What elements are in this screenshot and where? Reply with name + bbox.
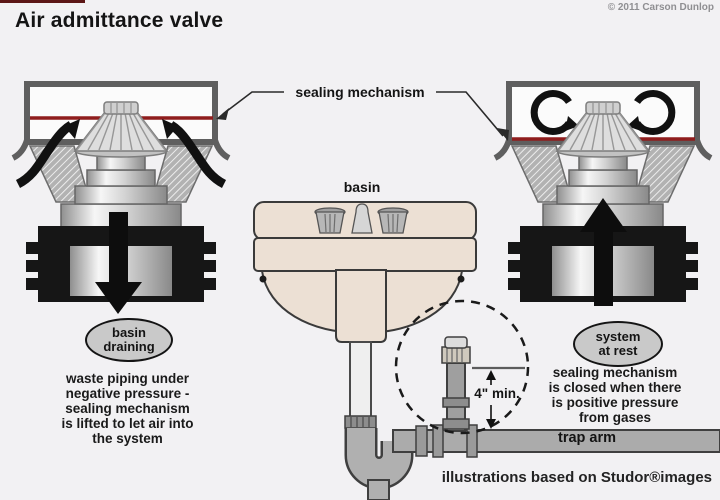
page-title: Air admittance valve (15, 9, 224, 32)
sealing-mechanism-label: sealing mechanism (295, 84, 425, 100)
trap-cleanout (367, 479, 390, 500)
pipe-coupling (415, 425, 428, 457)
drain-tailpiece (349, 341, 372, 420)
caption-line: sealing mechanism (65, 401, 190, 416)
caption-line: waste piping under (65, 371, 189, 386)
left-valve-caption: waste piping under negative pressure - s… (40, 371, 215, 446)
dimension-arrowhead-up-icon (486, 370, 496, 380)
upward-pressure-arrow-icon (594, 228, 613, 306)
p-trap (347, 428, 411, 487)
basin-illustration (253, 201, 477, 343)
mounting-screw-icon (259, 275, 267, 283)
plumbing (344, 336, 720, 500)
left-cap-flange (11, 139, 30, 161)
basin-draining-line1: basin (112, 325, 146, 340)
aav-stub (442, 362, 470, 432)
system-at-rest-badge: system at rest (573, 321, 663, 367)
right-cap-flange (493, 139, 512, 161)
min-clearance-label: 4" min. (474, 386, 520, 401)
left-valve-open-illustration (11, 81, 231, 314)
sealing-mechanism-leaders (222, 91, 504, 137)
detail-circle (394, 299, 530, 435)
caption-line: is closed when there (548, 380, 682, 395)
slip-nut (344, 415, 377, 429)
basin-apron (253, 237, 477, 272)
basin-draining-line2: draining (103, 339, 155, 354)
leader-arrowhead-left-icon (216, 108, 229, 120)
copyright-notice: © 2011 Carson Dunlop (607, 2, 714, 13)
right-valve-closed-illustration (493, 81, 713, 306)
air-intake-arrow-left-icon (15, 121, 74, 189)
downward-airflow-arrowhead-icon (95, 282, 142, 314)
credit-line: illustrations based on Studor®images (441, 469, 712, 486)
system-at-rest-line2: at rest (598, 343, 638, 358)
air-intake-arrowhead-left-icon (64, 119, 80, 139)
gas-swirl-arrow-left-icon (530, 90, 572, 135)
tee-flange (432, 424, 444, 458)
left-cap-flange (212, 139, 231, 161)
caption-line: negative pressure - (65, 386, 190, 401)
sealing-mechanism-leader-right (436, 91, 504, 137)
air-intake-arrow-right-icon (168, 121, 227, 189)
caption-line: from gases (578, 410, 652, 425)
gas-swirl-arrow-right-icon (634, 90, 676, 135)
leader-arrowhead-right-icon (497, 128, 509, 141)
right-cap-flange (694, 139, 713, 161)
dimension-arrowhead-down-icon (486, 419, 496, 429)
top-left-border (0, 0, 85, 3)
mini-aav-icon (441, 336, 471, 364)
downward-airflow-arrow-icon (109, 212, 128, 284)
tee-flange (466, 424, 478, 458)
caption-line: is positive pressure (551, 395, 679, 410)
basin-label: basin (343, 179, 381, 195)
basin-draining-badge: basin draining (85, 318, 173, 362)
air-intake-arrowhead-right-icon (162, 119, 178, 139)
faucet (314, 203, 409, 234)
right-valve-caption: sealing mechanism is closed when there i… (515, 365, 715, 425)
trap-arm-label: trap arm (557, 430, 617, 446)
upward-pressure-arrowhead-icon (580, 198, 627, 232)
mounting-screw-icon (457, 275, 465, 283)
caption-line: the system (92, 431, 163, 446)
system-at-rest-line1: system (595, 329, 641, 344)
min-height-dimension (472, 366, 525, 429)
basin-pedestal (335, 269, 387, 343)
caption-line: sealing mechanism (552, 365, 678, 380)
sealing-mechanism-leader-left (222, 91, 284, 115)
caption-line: is lifted to let air into (61, 416, 194, 431)
